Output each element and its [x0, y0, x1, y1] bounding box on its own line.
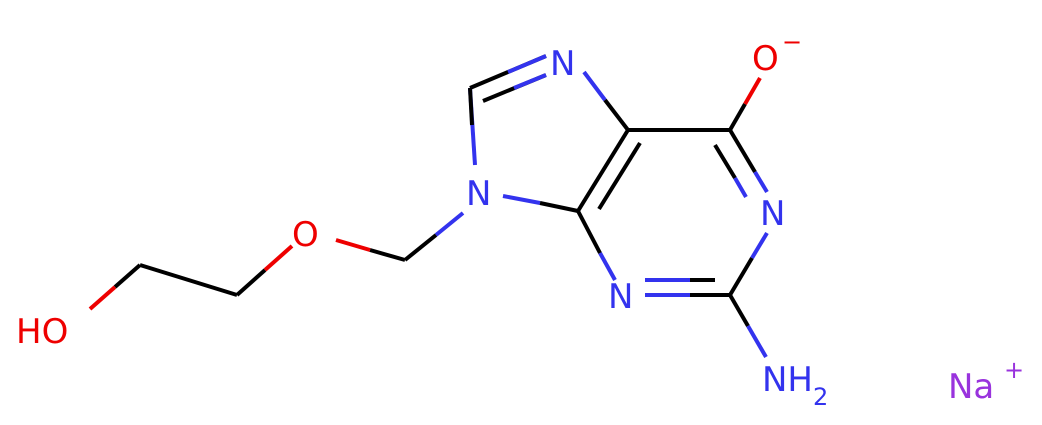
atom-o6-label: O — [752, 39, 779, 79]
atom-oether-label: O — [292, 215, 319, 255]
bond-c6-o6 — [728, 103, 747, 131]
bond-c6-o6-o — [743, 77, 762, 105]
bond-oether-ch2b — [235, 268, 267, 297]
bond-c8-n7-double-inner-n — [513, 73, 547, 90]
bond-n7-c5 — [603, 98, 630, 132]
atom-n3-label: N — [608, 277, 633, 317]
bond-ch2-oether-o — [335, 238, 371, 252]
bond-n9-c4 — [539, 201, 579, 213]
bond-c2-nh2 — [728, 293, 750, 328]
bond-n9-ch2-n — [434, 211, 465, 237]
atom-amino-label: NH2 — [762, 360, 828, 411]
bond-oether-ch2b-o — [263, 244, 294, 272]
bond-ch2b-ch2c — [139, 263, 238, 297]
bond-c2-nh2-n — [746, 324, 768, 359]
bond-c6-n1-outer — [728, 128, 757, 174]
sodium-ion-label: Na — [948, 367, 994, 407]
bond-n1-c2-n — [750, 231, 769, 260]
bond-n7-c5-n — [582, 70, 607, 102]
bond-ch2c-oh-o — [88, 285, 117, 311]
bond-c6-n1-inner-n — [733, 176, 748, 199]
bond-c4-c5-outer — [576, 128, 630, 213]
sodium-symbol: Na — [948, 367, 994, 407]
bond-c6-n1-outer-n — [753, 170, 769, 194]
atom-n7-label: N — [550, 44, 575, 84]
bond-c8-n9 — [468, 87, 474, 126]
atom-hydroxyl-label: HO — [16, 312, 68, 352]
sodium-ion-charge: + — [1004, 356, 1024, 384]
bond-n1-c2 — [728, 256, 754, 297]
atom-o6-charge: − — [782, 28, 802, 56]
atom-amino-subscript: 2 — [813, 383, 828, 411]
bond-n9-c4-n — [502, 194, 541, 205]
atom-n9-label: N — [466, 174, 491, 214]
bond-n3-c4 — [576, 210, 602, 254]
bond-n9-ch2 — [403, 233, 438, 262]
bond-ch2-oether — [369, 248, 406, 262]
bond-c8-n7-double-outer-n — [507, 54, 547, 74]
bond-c6-n1-inner — [713, 143, 737, 180]
bond-c4-c5-inner — [597, 141, 642, 211]
atom-n1-label: N — [760, 194, 785, 234]
bond-ch2c-oh — [113, 263, 142, 289]
atom-amino-main: NH — [762, 360, 813, 400]
bond-n3-c4-n — [598, 252, 617, 281]
